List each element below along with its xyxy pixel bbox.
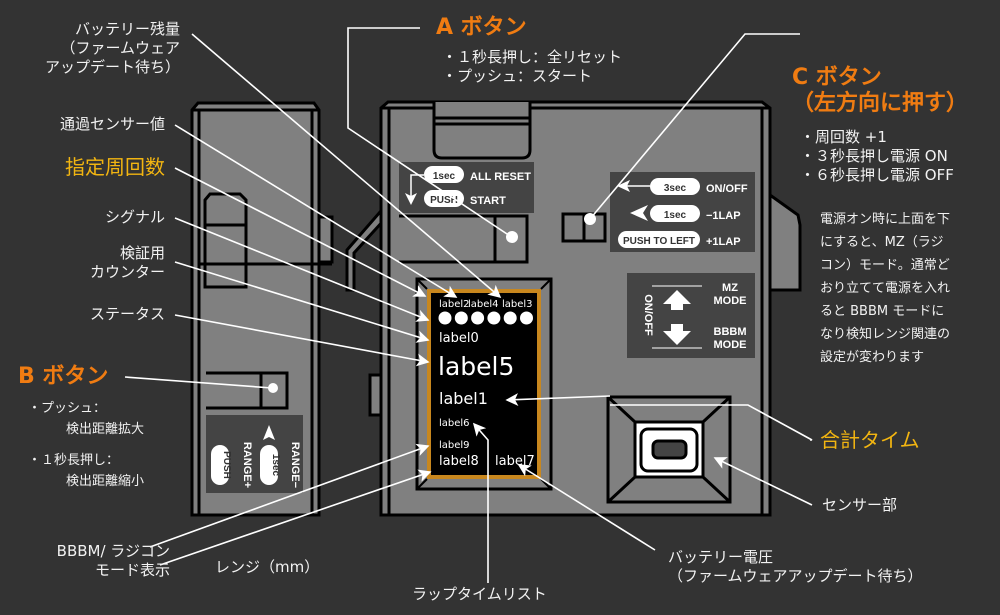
range-callout: レンジ（mm） (215, 558, 320, 576)
c-row-3-text: +1LAP (706, 236, 741, 248)
mz-label: MZ (722, 282, 738, 294)
verify-counter-callout: 検証用 カウンター (20, 244, 165, 282)
c-row-2-text: −1LAP (706, 210, 741, 222)
signal-dot (487, 311, 501, 325)
down-arrow-icon (663, 324, 691, 345)
mz-mode-label: MODE (714, 295, 747, 307)
lcd-label1: label1 (439, 389, 488, 408)
signal-dot (520, 311, 533, 325)
battery-voltage-line1: バッテリー電圧 (668, 548, 774, 566)
note-line-7: 設定が変わります (820, 350, 925, 365)
b-button-title: B ボタン (18, 364, 109, 389)
b-button-item-2: ・１秒長押し： 検出距離縮小 (28, 450, 144, 492)
b-button-item-1: ・プッシュ： 検出距離拡大 (28, 398, 144, 440)
up-arrow-icon (663, 290, 691, 310)
note-line-5: ると BBBM モードに (820, 304, 945, 319)
battery-level-line1: バッテリー残量 (74, 20, 180, 38)
bbbm-mode-label: MODE (714, 339, 747, 351)
a-row-1-text: ALL RESET (470, 171, 531, 183)
note-line-1: 電源オン時に上面を下 (820, 212, 951, 227)
lcd-label7: label7 (495, 454, 535, 469)
mode-display-line2: モード表示 (94, 561, 170, 579)
b-hold-text: RANGE− (289, 442, 301, 488)
b-button-dot (268, 383, 278, 393)
leader-lines (124, 27, 813, 583)
sensor-callout: センサー部 (822, 496, 898, 514)
c-item-3: ・６秒長押し電源 OFF (800, 166, 954, 184)
signal-dot (503, 311, 517, 325)
signal-dot (438, 311, 452, 325)
a-push-desc: ・プッシュ：スタート (442, 67, 593, 85)
a-hold-desc: ・１秒長押し：全リセット (442, 48, 623, 66)
a-button-panel: 1sec ALL RESET PUSH START (399, 162, 534, 213)
a-button-items: ・１秒長押し：全リセット ・プッシュ：スタート (442, 48, 622, 86)
battery-voltage-line2: （ファームウェアアップデート待ち） (668, 567, 923, 585)
left-arrow-icon (630, 205, 648, 221)
lcd-label3: label3 (502, 299, 533, 310)
c-pill-1: 3sec (664, 183, 687, 194)
lcd-label9: label9 (439, 440, 470, 451)
c-button-items: ・周回数 +1 ・３秒長押し電源 ON ・６秒長押し電源 OFF (800, 128, 954, 185)
signal-callout: シグナル (104, 208, 165, 226)
a-button-dot (506, 231, 518, 243)
signal-dot (471, 311, 485, 325)
c-item-2: ・３秒長押し電源 ON (800, 147, 948, 165)
up-arrow-icon (263, 425, 275, 440)
battery-level-line3: アップデート待ち） (44, 58, 180, 76)
status-callout: ステータス (89, 305, 165, 323)
note-line-2: にすると、MZ（ラジ (820, 235, 944, 250)
signal-dots (438, 311, 533, 325)
c-pill-3: PUSH TO LEFT (623, 236, 695, 247)
lcd-label8: label8 (439, 454, 479, 469)
mode-side-label: ON/OFF (642, 294, 654, 336)
lap-list-callout: ラップタイムリスト (412, 585, 547, 603)
sensor (606, 395, 732, 504)
b-hold-pill: 1sec (270, 454, 281, 477)
a-row-2-text: START (470, 195, 506, 207)
left-arrow-icon (617, 180, 630, 192)
b-button-panel: PUSH RANGE+ 1sec RANGE− (206, 415, 303, 493)
verify-counter-line1: 検証用 (119, 244, 165, 262)
note-line-3: コン）モード。通常ど (820, 258, 950, 273)
lcd-label0: label0 (439, 331, 479, 346)
c-pill-2: 1sec (664, 210, 687, 221)
a-button-title: A ボタン (436, 15, 527, 40)
battery-voltage-callout: バッテリー電圧 （ファームウェアアップデート待ち） (668, 548, 923, 586)
note-line-4: おり立てて電源を入れ (820, 281, 951, 296)
lcd-label5: label5 (438, 352, 514, 381)
bbbm-label: BBBM (714, 326, 747, 338)
note-line-6: なり検知レンジ関連の (820, 327, 951, 342)
a-pill-1: 1sec (433, 171, 456, 182)
signal-dot (454, 311, 468, 325)
b-push-pill: PUSH (221, 451, 232, 479)
b-push-label: ・プッシュ： (28, 401, 107, 416)
c-button-title: C ボタン （左方向に押す） (792, 65, 968, 117)
c-button-panel: 3sec ON/OFF 1sec −1LAP PUSH TO LEFT +1LA… (610, 172, 755, 252)
lcd-screen: label2 label4 label3 label0 label5 label… (415, 277, 553, 491)
total-time-callout: 合計タイム (820, 428, 920, 452)
lcd-label2: label2 (439, 299, 470, 310)
a-pill-2: PUSH (430, 195, 458, 206)
lcd-label6: label6 (439, 418, 470, 429)
lcd-label4: label4 (468, 299, 499, 310)
mode-display-callout: BBBM/ ラジコン モード表示 (10, 542, 170, 580)
device-side-view (190, 101, 334, 517)
c-button-title-line1: C ボタン (792, 65, 882, 90)
down-arrow-icon (405, 193, 417, 205)
battery-level-line2: （ファームウェア (60, 39, 180, 57)
c-item-1: ・周回数 +1 (800, 128, 887, 146)
b-hold-label: ・１秒長押し： (28, 453, 120, 468)
b-push-desc: 検出距離拡大 (66, 422, 145, 437)
pass-sensor-value-callout: 通過センサー値 (59, 115, 165, 133)
mode-panel: ON/OFF MZ MODE BBBM MODE (627, 273, 755, 358)
c-row-1-text: ON/OFF (706, 183, 748, 195)
b-push-text: RANGE+ (241, 442, 253, 488)
c-button-title-line2: （左方向に押す） (792, 91, 969, 116)
c-button-note: 電源オン時に上面を下 にすると、MZ（ラジ コン）モード。通常ど おり立てて電源… (820, 208, 950, 369)
target-laps-callout: 指定周回数 (65, 155, 165, 179)
verify-counter-line2: カウンター (89, 263, 165, 281)
b-hold-desc: 検出距離縮小 (66, 474, 145, 489)
mode-display-line1: BBBM/ ラジコン (56, 542, 170, 560)
battery-level-callout: バッテリー残量 （ファームウェア アップデート待ち） (40, 20, 180, 77)
